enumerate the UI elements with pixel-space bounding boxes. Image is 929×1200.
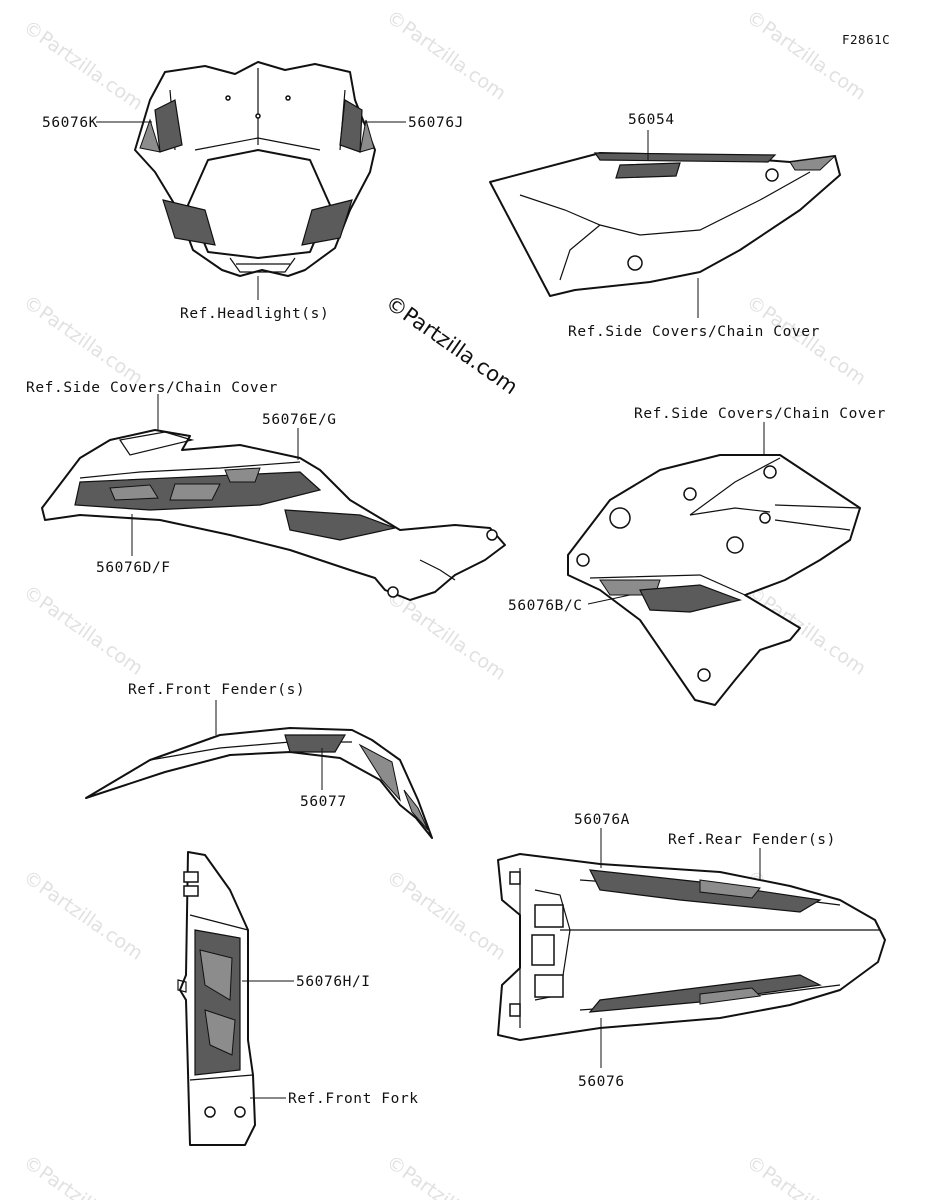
watermark: ©Partzilla.com <box>19 581 147 680</box>
headlight-cowl-drawing <box>134 61 376 277</box>
callout-ref-side-covers-1: Ref.Side Covers/Chain Cover <box>568 324 820 340</box>
watermark: ©Partzilla.com <box>382 866 510 965</box>
callout-56077: 56077 <box>300 794 347 810</box>
brand-watermark: ©Partzilla.com <box>381 290 522 399</box>
figure-code: F2861C <box>842 32 890 47</box>
callout-56076EG: 56076E/G <box>262 412 337 428</box>
callout-56076HI: 56076H/I <box>296 974 371 990</box>
callout-56076DF: 56076D/F <box>96 560 171 576</box>
front-fender-drawing <box>85 727 433 839</box>
callout-ref-side-covers-3: Ref.Side Covers/Chain Cover <box>634 406 886 422</box>
watermark: ©Partzilla.com <box>19 16 147 115</box>
watermark: ©Partzilla.com <box>742 1151 870 1200</box>
leader-line <box>587 594 631 605</box>
side-panel-right-drawing <box>567 454 861 706</box>
callout-56076J: 56076J <box>408 115 464 131</box>
callout-56054: 56054 <box>628 112 675 128</box>
callout-ref-side-covers-2: Ref.Side Covers/Chain Cover <box>26 380 278 396</box>
fork-guard-drawing <box>177 851 256 1146</box>
callout-56076BC: 56076B/C <box>508 598 583 614</box>
callout-ref-front-fork: Ref.Front Fork <box>288 1091 419 1107</box>
side-cover-top-drawing <box>489 152 841 297</box>
callout-56076A: 56076A <box>574 812 630 828</box>
watermark: ©Partzilla.com <box>742 6 870 105</box>
watermark: ©Partzilla.com <box>382 6 510 105</box>
watermark: ©Partzilla.com <box>742 291 870 390</box>
watermark: ©Partzilla.com <box>19 1151 147 1200</box>
shroud-left-drawing <box>41 429 506 601</box>
watermark: ©Partzilla.com <box>19 291 147 390</box>
callout-ref-headlight: Ref.Headlight(s) <box>180 306 329 322</box>
watermark: ©Partzilla.com <box>382 1151 510 1200</box>
callout-ref-rear-fender: Ref.Rear Fender(s) <box>668 832 836 848</box>
watermark: ©Partzilla.com <box>19 866 147 965</box>
callout-56076K: 56076K <box>42 115 98 131</box>
watermark: ©Partzilla.com <box>382 586 510 685</box>
rear-fender-drawing <box>497 853 886 1041</box>
callout-ref-front-fender: Ref.Front Fender(s) <box>128 682 305 698</box>
callout-56076: 56076 <box>578 1074 625 1090</box>
